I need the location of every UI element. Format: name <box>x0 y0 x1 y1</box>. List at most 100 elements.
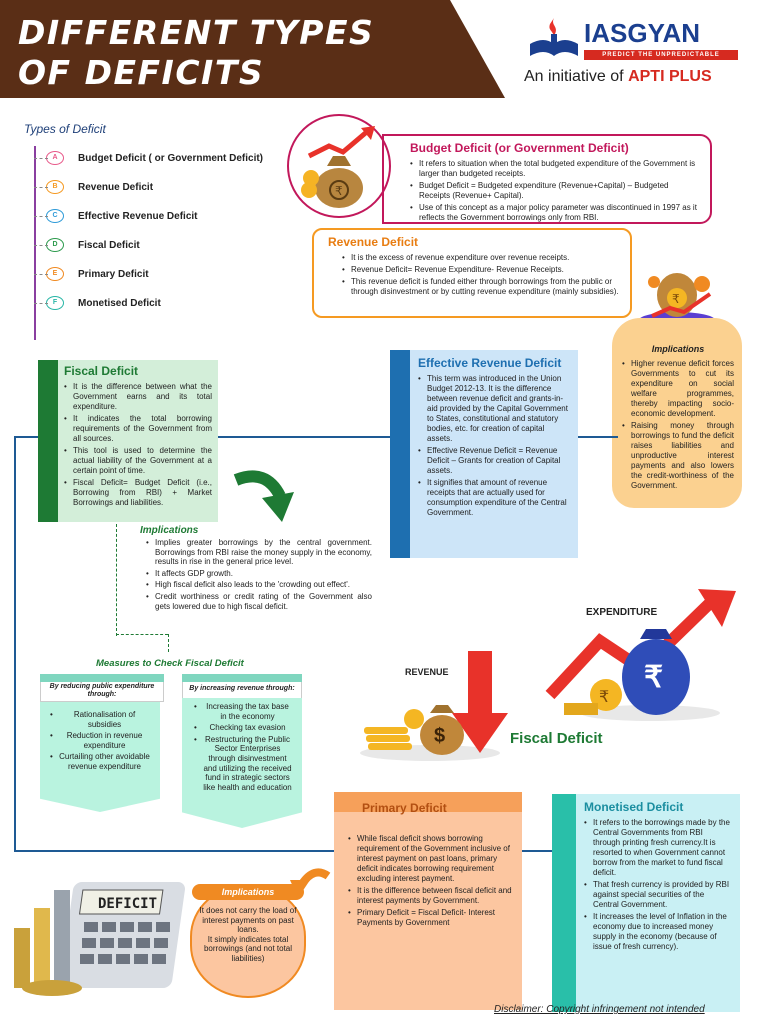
monetised-accent-bar <box>552 794 576 1012</box>
revenue-deficit-title: Revenue Deficit <box>328 235 419 249</box>
svg-text:₹: ₹ <box>599 689 609 706</box>
toc-label: Monetised Deficit <box>78 297 161 309</box>
toc-badge: C <box>46 209 64 223</box>
revenue-point: It is the excess of revenue expenditure … <box>342 253 620 263</box>
toc-badge: A <box>46 151 64 165</box>
fiscal-deficit-caption: Fiscal Deficit <box>510 730 603 747</box>
effective-revenue-deficit-title: Effective Revenue Deficit <box>418 356 562 370</box>
monetised-deficit-card: Monetised Deficit It refers to the borro… <box>576 794 740 1012</box>
dashed-connector-h <box>116 634 168 635</box>
curved-arrow-down-icon <box>232 470 298 526</box>
effective-revenue-deficit-card: Effective Revenue Deficit This term was … <box>410 350 578 558</box>
brand-tagline: PREDICT THE UNPREDICTABLE <box>584 50 738 60</box>
effective-point: It signifies that amount of revenue rece… <box>418 478 570 518</box>
dashed-connector <box>116 524 117 636</box>
toc-item: C Effective Revenue Deficit <box>30 209 198 223</box>
toc-item: D Fiscal Deficit <box>30 238 140 252</box>
monetised-point: It refers to the borrowings made by the … <box>584 818 732 878</box>
primary-point: While fiscal deficit shows borrowing req… <box>348 834 512 884</box>
torch-logo-icon <box>526 14 582 64</box>
toc-label: Effective Revenue Deficit <box>78 210 198 222</box>
primary-implications-title: Implications <box>192 884 304 900</box>
primary-point: It is the difference between fiscal defi… <box>348 886 512 906</box>
toc-badge: B <box>46 180 64 194</box>
revenue-implication-point: Raising money through borrowings to fund… <box>622 421 734 491</box>
monetised-point: It increases the level of Inflation in t… <box>584 912 732 952</box>
fiscal-deficit-card: Fiscal Deficit It is the difference betw… <box>58 360 218 522</box>
monetised-deficit-title: Monetised Deficit <box>584 800 684 814</box>
toc-item: B Revenue Deficit <box>30 180 153 194</box>
fiscal-deficit-accent-bar <box>38 360 58 522</box>
fiscal-implications-points: Implies greater borrowings by the centra… <box>146 538 372 613</box>
measure-left-point: Curtailing other avoidable revenue expen… <box>50 752 150 771</box>
primary-point: Primary Deficit = Fiscal Deficit- Intere… <box>348 908 512 928</box>
initiative-line: An initiative of APTI PLUS <box>524 68 712 86</box>
revenue-implication-point: Higher revenue deficit forces Government… <box>622 359 734 419</box>
initiative-prefix: An initiative of <box>524 68 624 85</box>
budget-deficit-title: Budget Deficit (or Government Deficit) <box>410 141 629 155</box>
primary-implications-card <box>190 884 306 998</box>
effective-accent-bar <box>390 350 410 558</box>
fiscal-implication-point: Implies greater borrowings by the centra… <box>146 538 372 567</box>
toc-badge: D <box>46 238 64 252</box>
svg-text:₹: ₹ <box>672 292 680 306</box>
toc-dash <box>34 245 48 246</box>
budget-point: Budget Deficit = Budgeted expenditure (R… <box>410 181 700 201</box>
toc-item: F Monetised Deficit <box>30 296 161 310</box>
fiscal-point: This tool is used to determine the actua… <box>64 446 212 476</box>
effective-point: Effective Revenue Deficit = Revenue Defi… <box>418 446 570 476</box>
budget-deficit-points: It refers to situation when the total bu… <box>410 159 700 223</box>
toc-dash <box>34 216 48 217</box>
monetised-point: That fresh currency is provided by RBI a… <box>584 880 732 910</box>
initiative-brand: APTI PLUS <box>628 68 712 85</box>
svg-text:DEFICIT: DEFICIT <box>98 896 157 912</box>
svg-text:₹: ₹ <box>335 184 343 198</box>
connector-line-vertical <box>14 436 16 852</box>
revenue-implications-card: Implications Higher revenue deficit forc… <box>612 318 742 508</box>
primary-implication-line: It simply indicates total borrowings (an… <box>203 934 293 963</box>
primary-implications-text: It does not carry the load of interest p… <box>198 906 298 964</box>
toc-dash <box>34 303 48 304</box>
svg-text:₹: ₹ <box>644 661 663 694</box>
fiscal-implication-point: Credit worthiness or credit rating of th… <box>146 592 372 611</box>
effective-revenue-deficit-points: This term was introduced in the Union Bu… <box>418 374 570 518</box>
primary-deficit-title: Primary Deficit <box>362 801 447 815</box>
effective-point: This term was introduced in the Union Bu… <box>418 374 570 444</box>
measure-left-point: Rationalisation of subsidies <box>50 710 150 729</box>
measures-right-heading-bar <box>182 674 302 682</box>
measures-left-points: Rationalisation of subsidiesReduction in… <box>50 710 150 774</box>
fiscal-deficit-illustration-icon: $ ₹ ₹ <box>350 585 740 765</box>
page-title-line1: DIFFERENT TYPES <box>18 13 375 52</box>
measure-right-point: Increasing the tax base in the economy <box>194 702 292 721</box>
dashed-connector-v2 <box>168 634 169 652</box>
measure-right-point: Restructuring the Public Sector Enterpri… <box>194 735 292 793</box>
toc-label: Fiscal Deficit <box>78 239 140 251</box>
primary-deficit-card: While fiscal deficit shows borrowing req… <box>334 792 522 1010</box>
toc-dash <box>34 274 48 275</box>
measure-left-point: Reduction in revenue expenditure <box>50 731 150 750</box>
toc-connector-line <box>34 146 36 340</box>
toc-badge: F <box>46 296 64 310</box>
fiscal-deficit-title: Fiscal Deficit <box>64 364 139 378</box>
toc-dash <box>34 187 48 188</box>
toc-dash <box>34 158 48 159</box>
fiscal-point: It is the difference between what the Go… <box>64 382 212 412</box>
calculator-illustration-icon: DEFICIT <box>12 868 192 998</box>
header-banner: DIFFERENT TYPES OF DEFICITS <box>0 0 505 98</box>
curved-arrow-left-icon <box>286 862 332 902</box>
fiscal-point: It indicates the total borrowing require… <box>64 414 212 444</box>
toc-label: Primary Deficit <box>78 268 149 280</box>
page-title-line2: OF DEFICITS <box>18 53 265 92</box>
money-bag-illustration-icon: ₹ <box>287 114 391 218</box>
measures-left-heading-bar <box>40 674 164 682</box>
fiscal-deficit-points: It is the difference between what the Go… <box>64 382 212 508</box>
measure-right-point: Checking tax evasion <box>194 723 292 733</box>
primary-implication-line: It does not carry the load of interest p… <box>199 906 297 935</box>
toc-label: Revenue Deficit <box>78 181 154 193</box>
revenue-point: This revenue deficit is funded either th… <box>342 277 620 297</box>
budget-deficit-card: Budget Deficit (or Government Deficit) I… <box>382 134 712 224</box>
connector-line-bottom <box>14 850 554 852</box>
budget-point: It refers to situation when the total bu… <box>410 159 700 179</box>
